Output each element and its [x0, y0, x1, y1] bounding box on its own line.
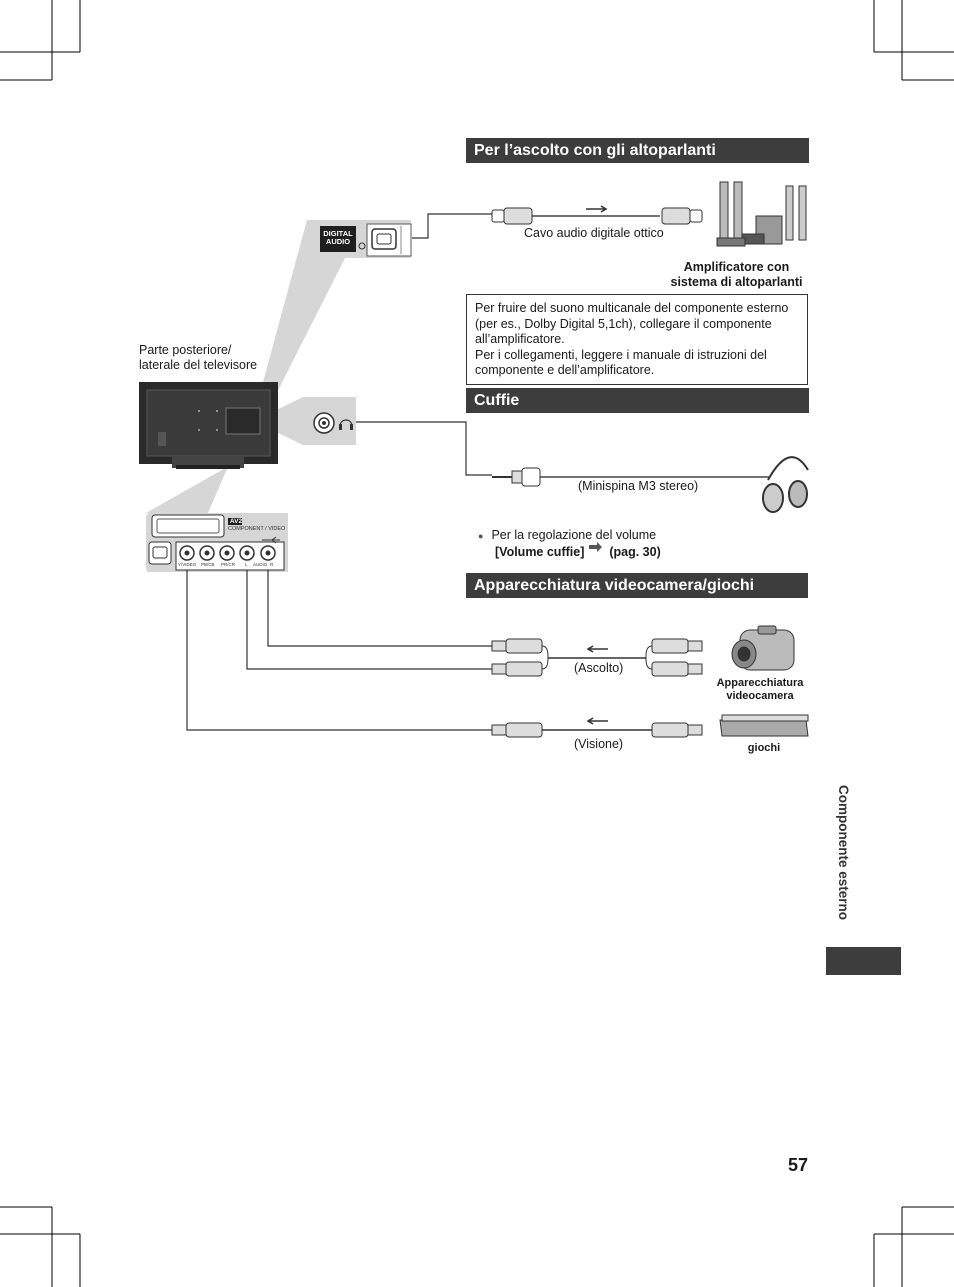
page-ref-arrow-icon	[589, 542, 602, 552]
sidebar-section-label: Componente esterno	[836, 785, 851, 921]
page-ref: (pag. 30)	[609, 545, 661, 559]
section-header-speakers: Per l’ascolto con gli altoparlanti	[466, 138, 809, 163]
optical-cable-label: Cavo audio digitale ottico	[524, 226, 664, 240]
jack-label: L	[245, 562, 248, 567]
note-line: (per es., Dolby Digital 5,1ch), collegar…	[475, 316, 772, 331]
tv-back-image	[139, 382, 278, 469]
av2-badge: AV2	[229, 518, 243, 525]
note-line: Per i collegamenti, leggere i manuale di…	[475, 347, 767, 362]
jack-label: AUDIO	[253, 562, 268, 567]
jack-label: PR/CR	[221, 562, 236, 567]
speaker-system-image	[716, 181, 807, 247]
video-cable-label: (Visione)	[574, 737, 624, 751]
jack-label: R	[270, 562, 274, 567]
amplifier-label: Amplificatore con sistema di altoparlant…	[670, 260, 803, 289]
note-line: componente e dell’amplificatore.	[475, 363, 655, 377]
tv-back-label: Parte posteriore/ laterale del televisor…	[139, 343, 258, 372]
note-line: Per fruire del suono multicanale del com…	[475, 301, 789, 315]
headphones-image	[762, 456, 809, 513]
jack-labels: Y/VIDEO PB/CB PR/CR L AUDIO R	[176, 562, 286, 570]
audio-cable-label: (Ascolto)	[574, 661, 624, 675]
section-header-headphones: Cuffie	[466, 388, 809, 413]
note-line: all’amplificatore.	[475, 332, 565, 346]
section-header-camcorder: Apparecchiatura videocamera/giochi	[466, 573, 808, 598]
camcorder-label: Apparecchiatura videocamera	[716, 677, 804, 702]
jack-label: Y/VIDEO	[178, 562, 197, 567]
optical-cable-image	[491, 205, 703, 225]
camcorder-image	[731, 625, 795, 671]
headphone-cable-image	[492, 467, 770, 487]
mini-plug-label: (Minispina M3 stereo)	[578, 479, 699, 493]
game-label: giochi	[747, 742, 781, 754]
component-panel-image	[146, 513, 288, 572]
digital-audio-port-label: DIGITAL AUDIO	[323, 229, 353, 246]
sidebar-tab	[826, 947, 901, 975]
page-number: 57	[787, 1155, 808, 1175]
volume-menu-ref: [Volume cuffie]	[495, 545, 585, 559]
rca-cables-image	[491, 638, 703, 738]
jack-label: PB/CB	[201, 562, 215, 567]
game-console-image	[719, 714, 809, 737]
connection-lines	[186, 213, 492, 731]
bullet-icon: ●	[478, 531, 484, 541]
volume-note: ●Per la regolazione del volume [Volume c…	[478, 528, 661, 559]
component-panel-label: COMPONENT / VIDEO	[228, 526, 286, 532]
multichannel-note: Per fruire del suono multicanale del com…	[466, 294, 808, 385]
